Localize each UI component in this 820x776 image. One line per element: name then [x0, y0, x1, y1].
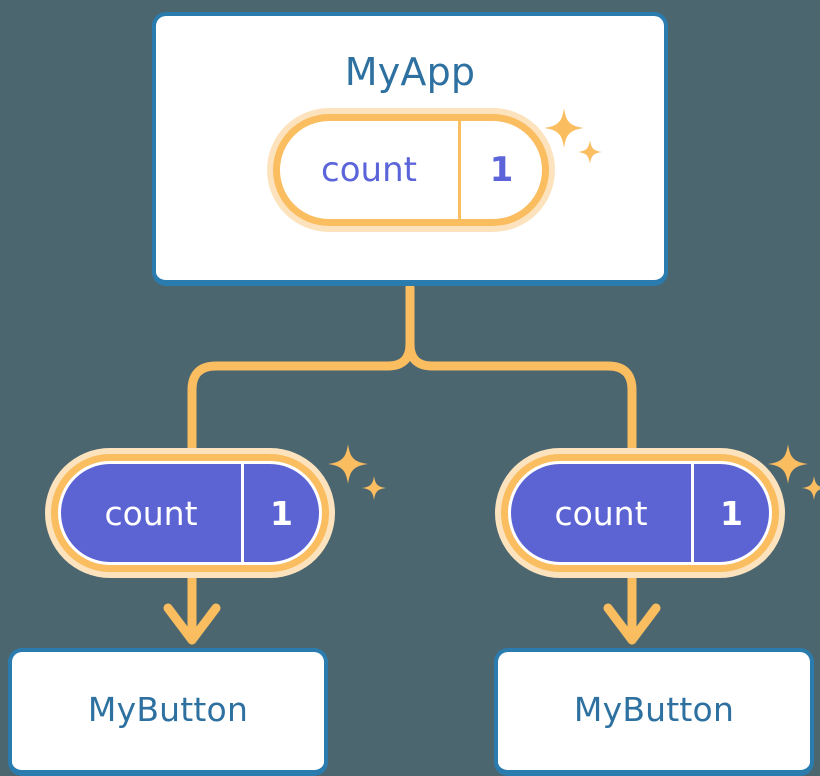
branch-connector: [405, 283, 637, 457]
state-pill-left[interactable]: count 1: [45, 448, 335, 578]
state-value: 1: [691, 464, 769, 562]
arrow-down-icon: [603, 571, 661, 645]
arrow-down-icon: [163, 571, 221, 645]
component-card-mybutton-right[interactable]: MyButton: [494, 648, 814, 776]
state-value: 1: [458, 121, 542, 219]
branch-connector: [187, 283, 415, 457]
state-key: count: [554, 493, 648, 533]
page-title: MyApp: [344, 50, 476, 94]
pill-inner: count 1: [508, 461, 772, 565]
pill-inner: count 1: [58, 461, 322, 565]
state-pill-myapp[interactable]: count 1: [267, 108, 555, 232]
state-value: 1: [241, 464, 319, 562]
pill-inner: count 1: [280, 121, 542, 219]
state-pill-right[interactable]: count 1: [495, 448, 785, 578]
component-card-mybutton-left[interactable]: MyButton: [8, 648, 328, 776]
state-key: count: [104, 493, 198, 533]
component-title: MyButton: [573, 689, 735, 729]
component-title: MyButton: [87, 689, 249, 729]
state-key: count: [321, 150, 417, 190]
